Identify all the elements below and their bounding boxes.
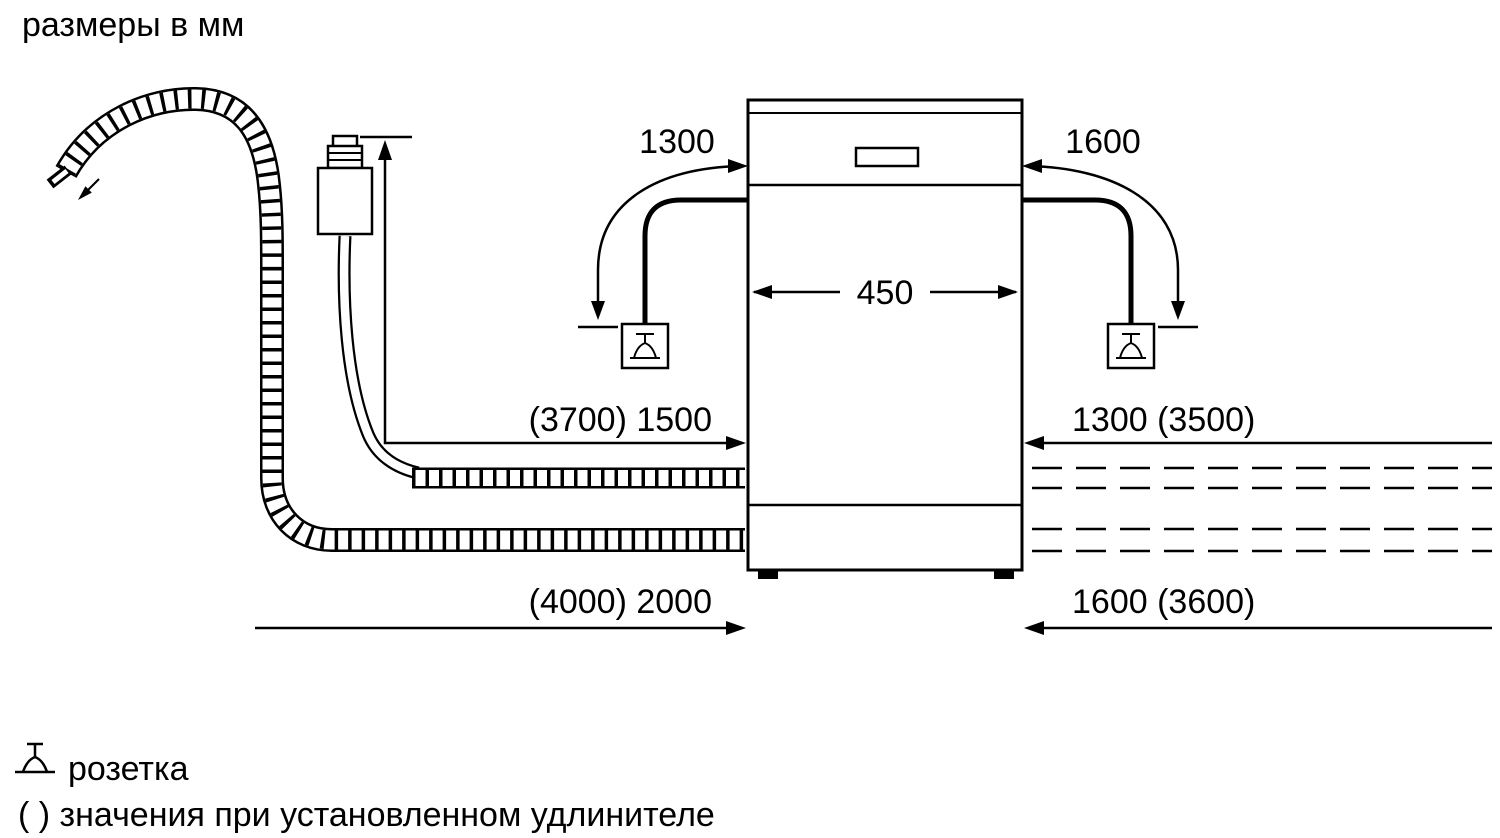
aquastop-valve: [316, 134, 374, 236]
dishwasher-outline: [746, 98, 1024, 572]
dimension-line: [383, 158, 728, 445]
label-mask: [840, 270, 930, 312]
dimension-appliance-width: 450: [752, 270, 1018, 312]
inlet-hose-smooth: [337, 235, 420, 480]
drain-direction-arrow-icon: [78, 186, 92, 200]
dimension-inlet-right: 1300 (3500): [1024, 401, 1492, 450]
dimension-cord-right: 1600: [1022, 123, 1198, 329]
dimension-label: 1300: [639, 123, 715, 161]
dimension-cord-left: 1300: [578, 123, 748, 329]
arrowhead-right-icon: [998, 285, 1018, 299]
dimension-label: 1300 (3500): [1072, 401, 1255, 439]
socket-symbol: [34, 755, 49, 773]
socket-symbol: [644, 342, 657, 359]
dishwasher-front-view: [746, 98, 1024, 579]
socket-symbol: [633, 342, 646, 359]
socket-icon-right: [1106, 322, 1156, 370]
dimension-drain-right: 1600 (3600): [1024, 583, 1492, 635]
arrowhead-down-icon: [1171, 301, 1185, 320]
dimension-label: 1600 (3600): [1072, 583, 1255, 621]
aquastop-nut: [326, 144, 364, 170]
arrowhead-left-icon: [1024, 621, 1044, 635]
arrowhead-left-icon: [752, 285, 772, 299]
dishwasher-foot-left: [758, 570, 778, 579]
dishwasher-control-panel: [854, 146, 920, 168]
socket-symbol: [21, 755, 36, 773]
dimension-label: 1600: [1065, 123, 1141, 161]
dimension-label: (3700) 1500: [529, 401, 712, 439]
drain-hose: [46, 86, 745, 552]
arrowhead-up-icon: [378, 140, 392, 160]
socket-icon-left: [620, 322, 670, 370]
legend-socket-label: розетка: [68, 750, 189, 788]
dimension-label: (4000) 2000: [529, 583, 712, 621]
socket-symbol: [1119, 342, 1132, 359]
dimension-label: 450: [857, 274, 914, 312]
arrowhead-right-icon: [726, 436, 746, 450]
drain-spout-inner: [51, 169, 69, 184]
arrowhead-right-icon: [726, 621, 746, 635]
socket-box: [620, 322, 670, 370]
dishwasher-foot-right: [994, 570, 1014, 579]
aquastop-body: [316, 166, 374, 236]
page-title: размеры в мм: [22, 6, 244, 44]
drain-hose-corrugation: [57, 89, 745, 550]
legend: розетка ( ) значения при установленном у…: [15, 742, 715, 834]
dimension-inlet-left: (3700) 1500: [360, 135, 746, 450]
socket-symbol: [1130, 342, 1143, 359]
dimension-curve: [1028, 164, 1180, 316]
inlet-hose-smooth-fill: [339, 235, 420, 478]
legend-socket-icon: [15, 742, 55, 774]
arrowhead-left-icon: [1024, 436, 1044, 450]
socket-box: [1106, 322, 1156, 370]
legend-brackets-note: ( ) значения при установленном удлинител…: [18, 796, 715, 834]
power-cord-right: [1022, 197, 1134, 324]
power-cord-left: [642, 197, 748, 324]
arrowhead-left-icon: [1022, 159, 1042, 173]
arrowhead-down-icon: [591, 301, 605, 320]
arrowhead-right-icon: [728, 159, 748, 173]
hose-extension-dashed-lines: [1032, 466, 1492, 553]
dimension-curve: [596, 164, 742, 316]
dimension-drain-left: (4000) 2000: [255, 583, 746, 635]
